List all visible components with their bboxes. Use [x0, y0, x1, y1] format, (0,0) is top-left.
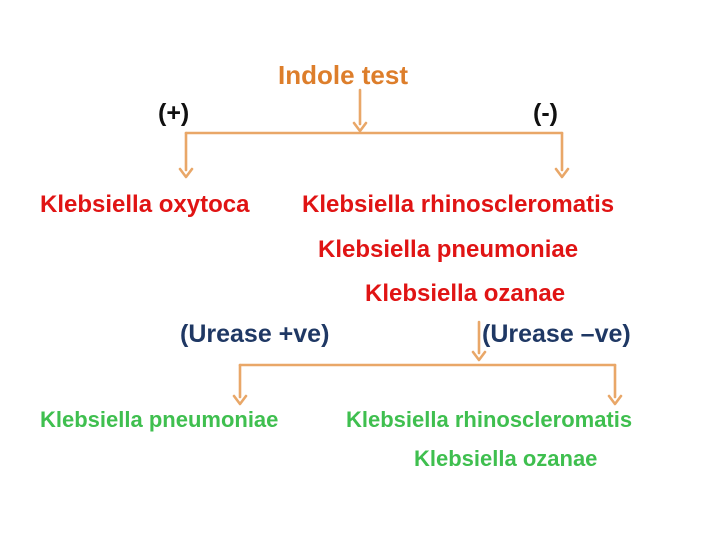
urease-connector: [232, 320, 623, 406]
indole-positive-sign: (+): [158, 99, 190, 127]
indole-negative-sign: (-): [533, 99, 558, 127]
indole-test-title: Indole test: [278, 60, 409, 90]
species-indole-positive-0: Klebsiella oxytoca: [40, 191, 250, 218]
species-urease-negative-0: Klebsiella rhinoscleromatis: [346, 407, 633, 432]
indole-negative-arrow-icon: [554, 131, 570, 179]
species-urease-negative-1: Klebsiella ozanae: [414, 446, 598, 471]
urease-negative-label: (Urease –ve): [482, 320, 631, 348]
species-indole-negative-2: Klebsiella ozanae: [365, 280, 566, 307]
species-urease-positive-0: Klebsiella pneumoniae: [40, 407, 279, 432]
urease-center-arrow-icon: [471, 320, 487, 362]
urease-positive-label: (Urease +ve): [180, 320, 330, 348]
indole-positive-arrow-icon: [178, 131, 194, 179]
species-indole-negative-0: Klebsiella rhinoscleromatis: [302, 191, 615, 218]
urease-positive-arrow-icon: [232, 363, 248, 406]
species-indole-negative-1: Klebsiella pneumoniae: [318, 236, 579, 263]
title-to-branch-arrow-icon: [352, 88, 368, 133]
urease-negative-arrow-icon: [607, 363, 623, 406]
indole-connector: [178, 88, 570, 179]
